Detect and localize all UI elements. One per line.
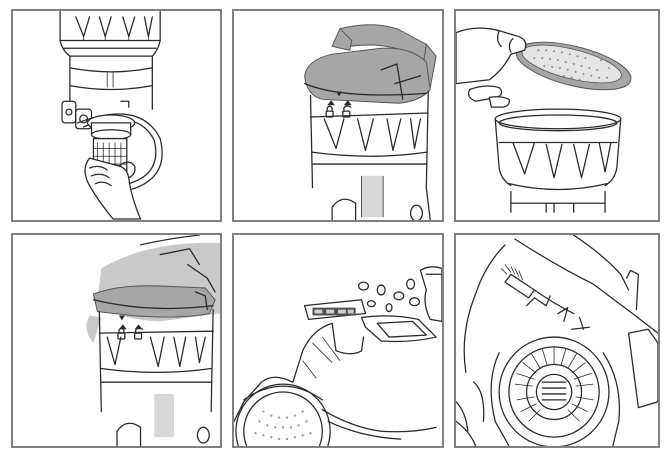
step-panel-4 xyxy=(11,233,222,448)
canister-filter-removal-illustration xyxy=(59,11,163,220)
step-panel-3 xyxy=(454,9,660,222)
lid-lock-symbols-illustration xyxy=(304,24,437,220)
step-panel-1 xyxy=(11,9,222,222)
lid-closing-illustration xyxy=(86,235,220,446)
rear-grille-cleaning-illustration xyxy=(456,235,658,446)
step-panel-6 xyxy=(454,233,660,448)
filter-disc-removal-illustration xyxy=(456,27,632,213)
step-panel-2 xyxy=(232,9,444,222)
step-panel-5 xyxy=(232,233,444,448)
filter-rinse-illustration xyxy=(234,266,442,446)
